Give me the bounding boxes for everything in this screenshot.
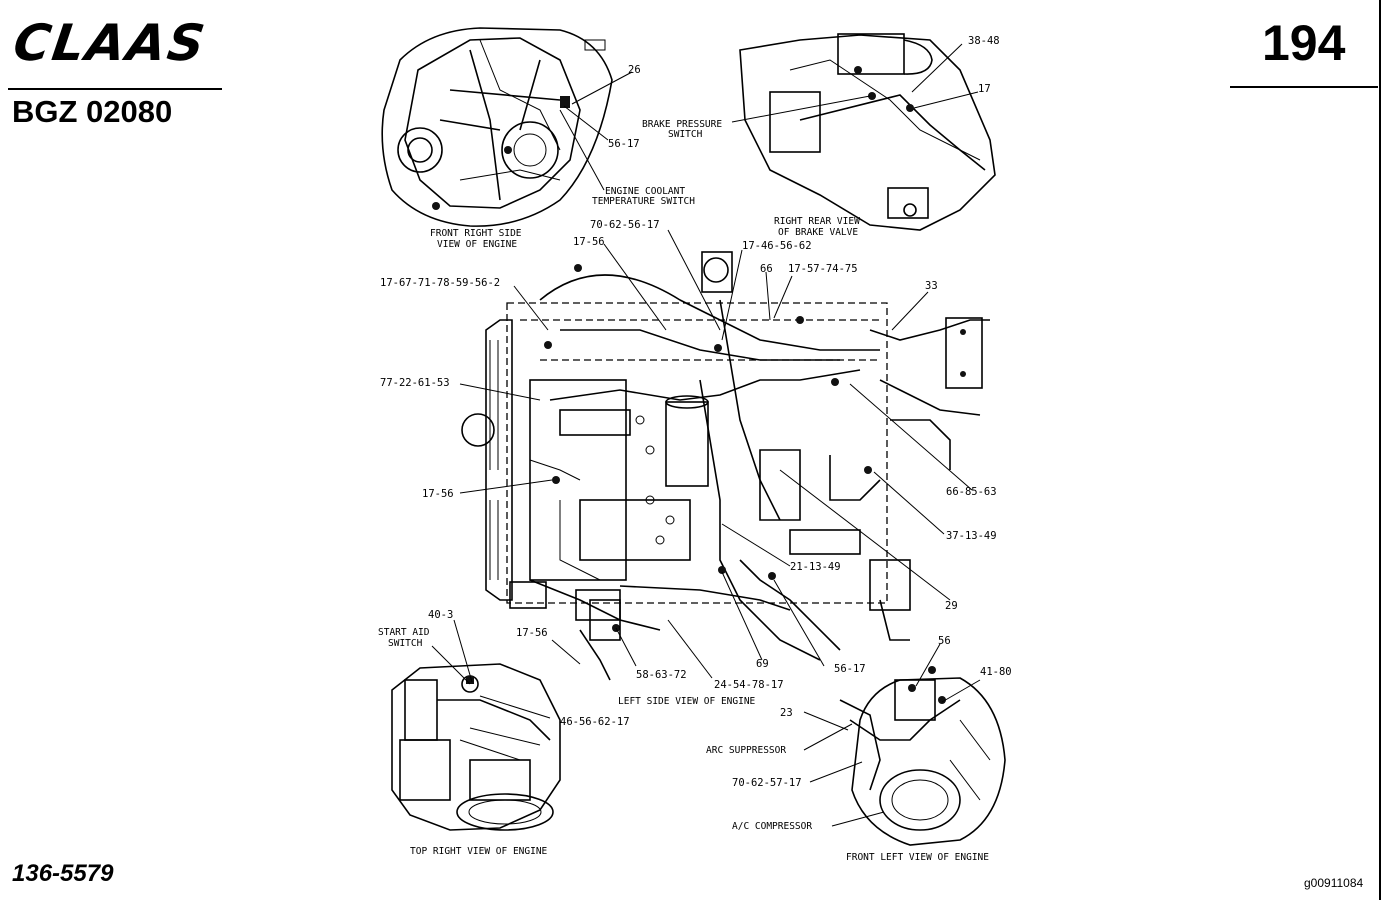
callout-46-56-62-17: 46-56-62-17 [560,716,630,728]
ac-compressor-label: A/C COMPRESSOR [732,821,812,832]
main-left-side-view [461,251,990,681]
callout-66-85-63: 66-85-63 [946,486,997,498]
callout-26: 26 [628,64,641,76]
frame-border [1379,0,1381,900]
callout-77-22-61-53: 77-22-61-53 [380,377,450,389]
callout-37-13-49: 37-13-49 [946,530,997,542]
callout-41-80: 41-80 [980,666,1012,678]
callout-33: 33 [925,280,938,292]
callout-69: 69 [756,658,769,670]
model-code: BGZ 02080 [12,94,173,129]
brake-pressure-switch-label-2: SWITCH [668,129,703,140]
front-right-view-caption-2: VIEW OF ENGINE [437,239,517,250]
image-code: g00911084 [1304,876,1364,890]
start-aid-switch-label-2: SWITCH [388,638,423,649]
brake-pressure-switch-label: BRAKE PRESSURE [642,119,722,130]
front-right-view-caption: FRONT RIGHT SIDE [430,228,522,239]
inset-brake-valve-view [739,33,996,231]
callout-29: 29 [945,600,958,612]
start-aid-switch-label: START AID [378,627,430,638]
page-number: 194 [1262,15,1346,71]
top-right-view-caption: TOP RIGHT VIEW OF ENGINE [410,846,548,857]
callout-17-brake: 17 [978,83,991,95]
right-rear-view-caption: RIGHT REAR VIEW [774,216,860,227]
part-number: 136-5579 [12,860,114,887]
captions: BRAKE PRESSURE SWITCH ENGINE COOLANT TEM… [378,119,989,863]
callout-24-54-78-17: 24-54-78-17 [714,679,784,691]
callout-17-46-56-62: 17-46-56-62 [742,240,812,252]
page-number-rule [1230,86,1378,88]
callout-58-63-72: 58-63-72 [636,669,687,681]
callout-38-48: 38-48 [968,35,1000,47]
engine-coolant-switch-label: ENGINE COOLANT [605,186,685,197]
inset-front-left-view [839,666,1006,846]
callout-17-67-71-78-59-56-2: 17-67-71-78-59-56-2 [380,277,500,289]
callout-leaders [431,43,981,827]
callout-70-62-56-17: 70-62-56-17 [590,219,660,231]
callout-17-56-bottom: 17-56 [516,627,548,639]
inset-top-right-view [391,663,561,831]
callout-labels: 26 56-17 38-48 17 70-62-56-17 17-56 17-4… [380,35,1012,789]
callout-21-13-49: 21-13-49 [790,561,841,573]
callout-70-62-57-17: 70-62-57-17 [732,777,802,789]
callout-66: 66 [760,263,773,275]
callout-56-17-top: 56-17 [608,138,640,150]
inset-front-right-view [381,27,613,227]
callout-17-57-74-75: 17-57-74-75 [788,263,858,275]
front-left-view-caption: FRONT LEFT VIEW OF ENGINE [846,852,989,863]
right-rear-view-caption-2: OF BRAKE VALVE [778,227,858,238]
callout-56-17-bottom: 56-17 [834,663,866,675]
callout-40-3: 40-3 [428,609,453,621]
callout-23: 23 [780,707,793,719]
left-side-view-caption: LEFT SIDE VIEW OF ENGINE [618,696,756,707]
callout-17-56-mid: 17-56 [422,488,454,500]
header-rule [8,88,222,90]
engine-coolant-switch-label-2: TEMPERATURE SWITCH [592,196,695,207]
callout-17-56-top: 17-56 [573,236,605,248]
callout-56: 56 [938,635,951,647]
arc-suppressor-label: ARC SUPPRESSOR [706,745,786,756]
